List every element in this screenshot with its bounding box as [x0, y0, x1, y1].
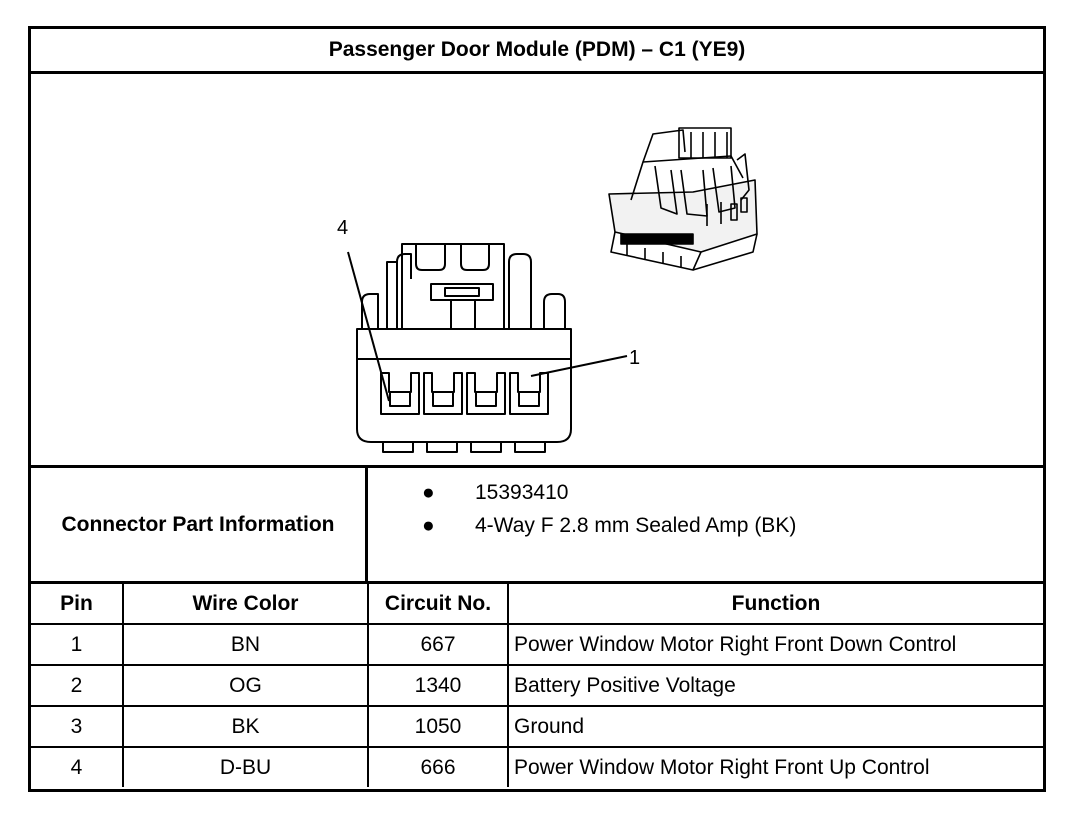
cell-pin: 3	[31, 705, 124, 748]
connector-face-view	[347, 243, 628, 453]
pin-1-leader	[530, 355, 628, 377]
pin-1-callout: 1	[629, 347, 640, 369]
part-number: 15393410	[475, 481, 569, 504]
connector-sheet: Passenger Door Module (PDM) – C1 (YE9)	[28, 26, 1046, 792]
cell-pin: 1	[31, 623, 124, 666]
connector-figure: 4 1	[31, 74, 1043, 468]
header-wire-color: Wire Color	[122, 584, 369, 625]
cell-function: Ground	[507, 705, 1043, 748]
cell-circuit-no: 1340	[367, 664, 509, 707]
cell-circuit-no: 667	[367, 623, 509, 666]
table-row: 1 BN 667 Power Window Motor Right Front …	[31, 623, 1043, 666]
bullet-icon: ●	[422, 481, 435, 504]
cell-wire-color: OG	[122, 664, 369, 707]
header-circuit-no: Circuit No.	[367, 584, 509, 625]
cell-circuit-no: 1050	[367, 705, 509, 748]
table-header-row: Pin Wire Color Circuit No. Function	[31, 584, 1043, 625]
cell-pin: 2	[31, 664, 124, 707]
connector-part-information-label: Connector Part Information	[31, 468, 368, 581]
bullet-icon: ●	[422, 514, 435, 537]
table-row: 3 BK 1050 Ground	[31, 705, 1043, 748]
cell-function: Power Window Motor Right Front Up Contro…	[507, 746, 1043, 787]
cell-wire-color: BN	[122, 623, 369, 666]
cell-function: Battery Positive Voltage	[507, 664, 1043, 707]
pin-4-leader	[347, 251, 390, 402]
cell-function: Power Window Motor Right Front Down Cont…	[507, 623, 1043, 666]
cell-circuit-no: 666	[367, 746, 509, 787]
pin-4-callout: 4	[337, 217, 348, 239]
connector-part-information-list: ● 15393410 ● 4-Way F 2.8 mm Sealed Amp (BK…	[368, 476, 796, 542]
header-pin: Pin	[31, 584, 124, 625]
cell-pin: 4	[31, 746, 124, 787]
page-title: Passenger Door Module (PDM) – C1 (YE9)	[31, 29, 1043, 74]
header-function: Function	[507, 584, 1043, 625]
cell-wire-color: D-BU	[122, 746, 369, 787]
connector-part-information: Connector Part Information ● 15393410 ● 4-…	[31, 468, 1043, 584]
pin-cavities	[380, 372, 549, 415]
cell-wire-color: BK	[122, 705, 369, 748]
connector-drawing: 4 1	[337, 127, 758, 453]
table-row: 4 D-BU 666 Power Window Motor Right Fron…	[31, 746, 1043, 787]
table-row: 2 OG 1340 Battery Positive Voltage	[31, 664, 1043, 707]
connector-description: 4-Way F 2.8 mm Sealed Amp (BK)	[475, 514, 797, 537]
list-item: ● 15393410	[368, 476, 796, 509]
list-item: ● 4-Way F 2.8 mm Sealed Amp (BK)	[368, 509, 796, 542]
connector-isometric-view	[608, 127, 758, 271]
pin-table: Pin Wire Color Circuit No. Function 1 BN…	[31, 584, 1043, 787]
